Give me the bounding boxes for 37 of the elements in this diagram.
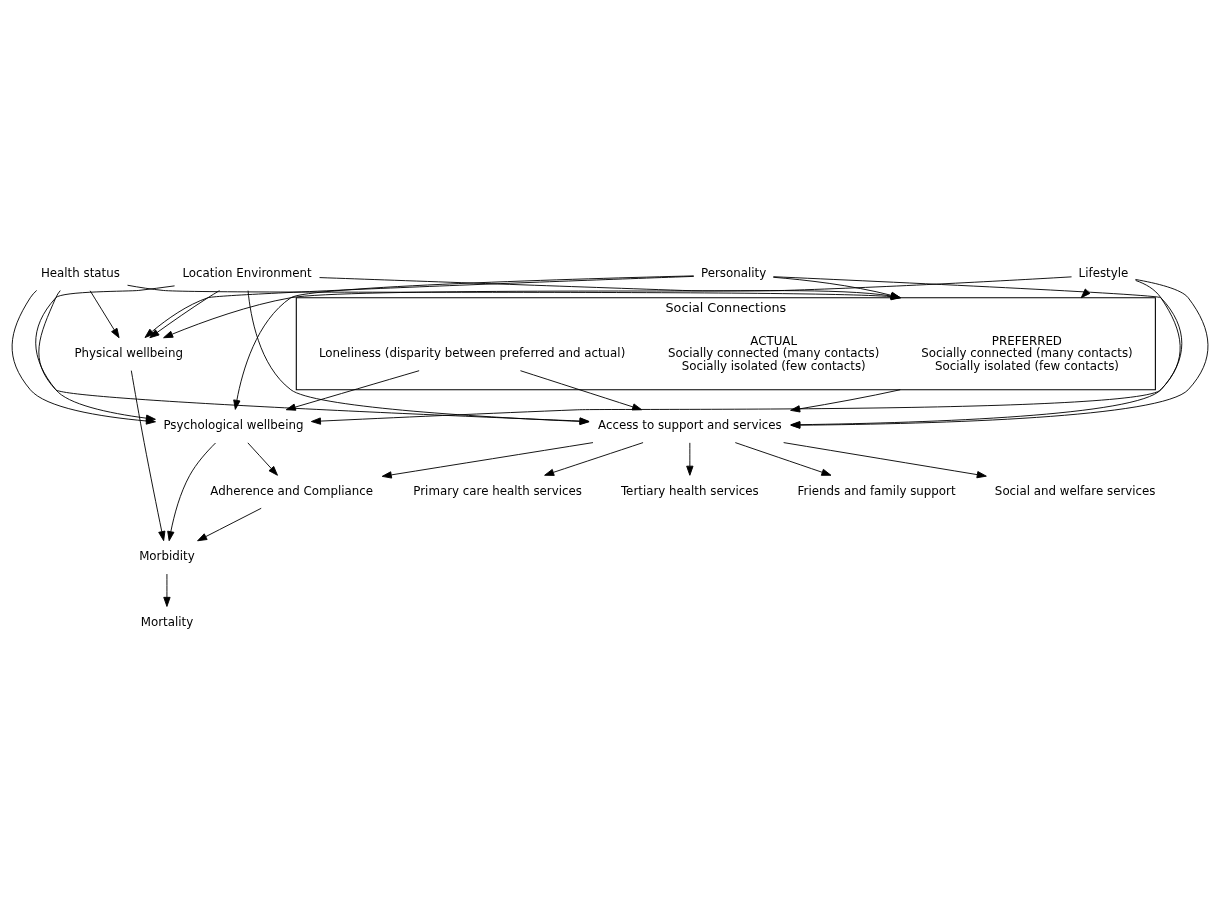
node-text: Adherence and Compliance	[210, 483, 374, 498]
arrow	[89, 290, 120, 339]
arrow	[544, 442, 644, 476]
arrow	[247, 290, 590, 426]
node-text: Lifestyle	[1078, 266, 1129, 281]
node-text: Social and welfare services	[994, 483, 1156, 498]
node-text: Physical wellbeing	[74, 346, 183, 361]
arrow	[790, 389, 901, 413]
arrow	[686, 442, 694, 476]
arrow	[167, 442, 216, 542]
node-text: Primary care health services	[413, 483, 582, 498]
node-text: Access to support and services	[598, 418, 782, 433]
node-text: Location Environment	[182, 266, 312, 281]
arrow	[197, 507, 262, 542]
arrow	[310, 280, 1181, 425]
arrow	[233, 275, 695, 410]
node-text: Mortality	[140, 615, 194, 630]
node-text: Tertiary health services	[620, 483, 759, 498]
arrow	[149, 290, 220, 339]
arrow	[734, 442, 832, 476]
arrow	[783, 442, 987, 479]
node-text: Psychological wellbeing	[163, 418, 304, 433]
node-text: Health status	[40, 266, 120, 281]
arrow	[285, 370, 420, 411]
arrow	[247, 442, 278, 476]
node-text: ACTUAL Socially connected (many contacts) Socially isolated (few contacts)	[667, 333, 880, 374]
arrow	[130, 370, 166, 542]
arrow	[381, 442, 594, 479]
arrow	[144, 275, 695, 339]
arrow	[163, 276, 1072, 339]
node-text: Morbidity	[139, 549, 195, 564]
node-text: Personality	[700, 266, 767, 281]
arrow	[163, 573, 171, 607]
node-text: PREFERRED Socially connected (many contacts) Socially isolated (few contacts)	[921, 333, 1133, 374]
node-text: Loneliness (disparity between preferred and actual)	[318, 346, 626, 361]
arrow	[520, 370, 643, 411]
node-text: Friends and family support	[797, 483, 956, 498]
